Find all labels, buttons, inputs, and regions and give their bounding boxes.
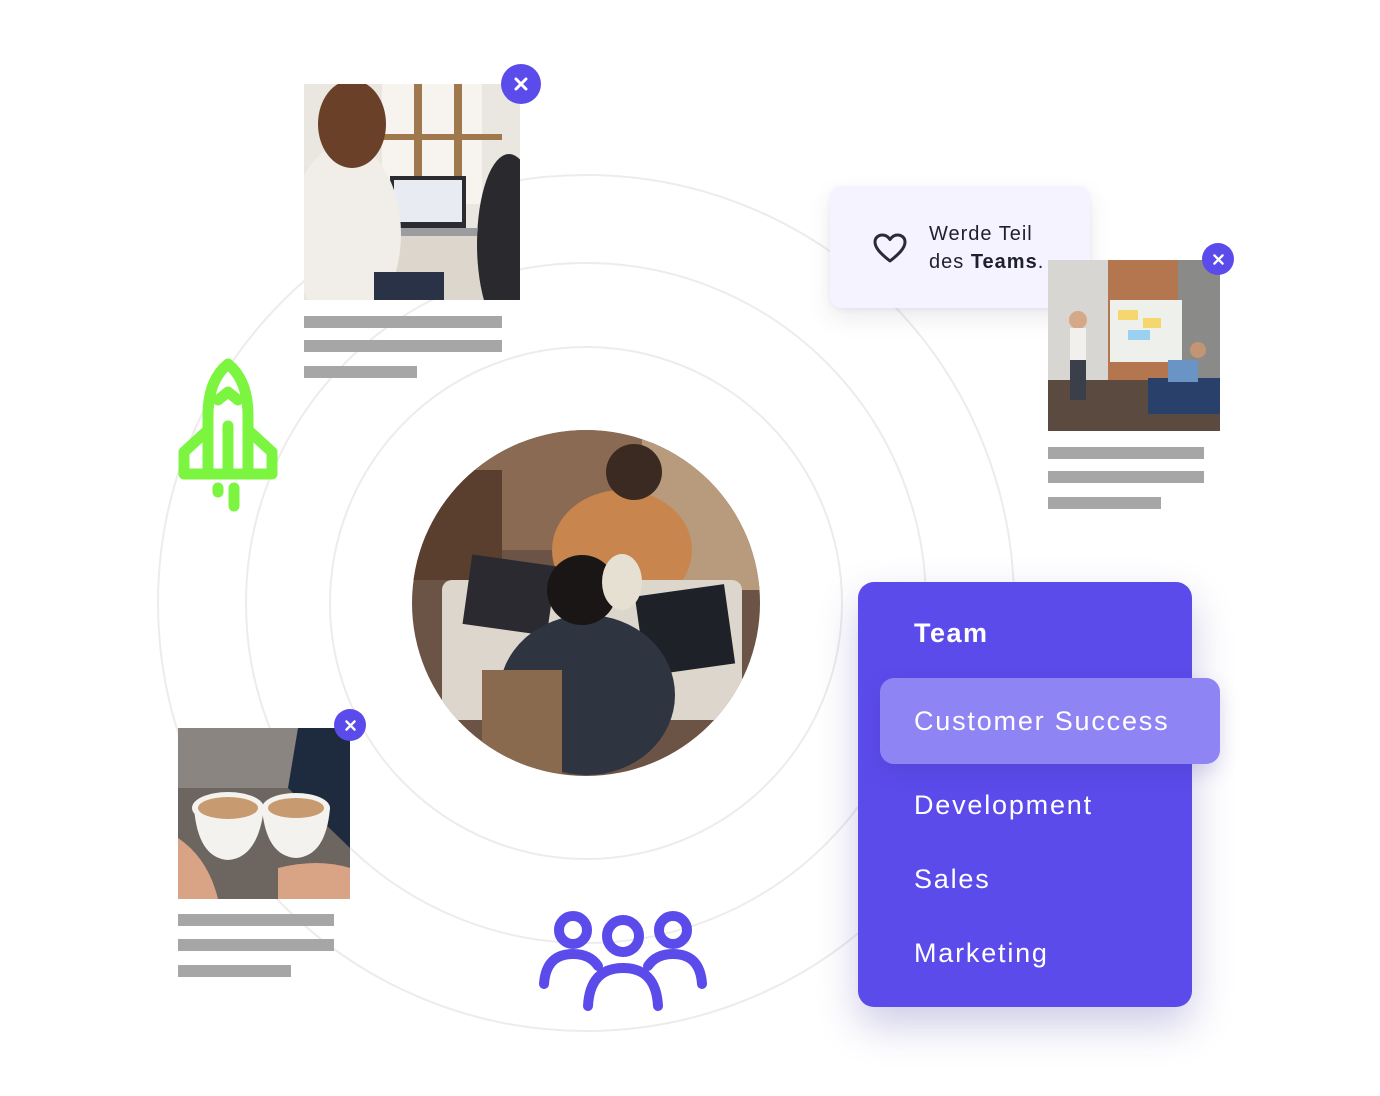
text-placeholder-line — [304, 316, 502, 328]
team-dropdown-menu: Team Development Sales Marketing — [858, 582, 1192, 1007]
coffee-photo — [178, 728, 350, 899]
close-icon — [1212, 253, 1224, 265]
close-button-office-photo[interactable] — [501, 64, 541, 104]
team-menu-title: Team — [914, 618, 989, 648]
text-placeholder-line — [1048, 471, 1204, 483]
menu-item-customer-success[interactable]: Customer Success — [880, 678, 1220, 764]
join-team-line2: des Teams. — [929, 251, 1045, 273]
menu-item-sales[interactable]: Sales — [914, 864, 991, 894]
close-icon — [344, 719, 356, 731]
text-placeholder-line — [178, 965, 291, 977]
heart-icon — [873, 233, 907, 263]
close-button-coffee-photo[interactable] — [334, 709, 366, 741]
rocket-icon — [178, 358, 278, 512]
text-placeholder-line — [304, 340, 502, 352]
join-team-card[interactable]: Werde Teil des Teams. — [830, 186, 1090, 308]
text-placeholder-line — [178, 939, 334, 951]
team-photo-center — [412, 430, 760, 776]
office-photo — [304, 84, 520, 300]
text-placeholder-line — [178, 914, 334, 926]
menu-item-development[interactable]: Development — [914, 790, 1093, 820]
team-icon — [539, 911, 707, 1011]
menu-item-marketing[interactable]: Marketing — [914, 938, 1049, 968]
meeting-photo — [1048, 260, 1220, 431]
close-button-meeting-photo[interactable] — [1202, 243, 1234, 275]
text-placeholder-line — [304, 366, 417, 378]
menu-item-customer-success-label: Customer Success — [914, 705, 1170, 736]
join-team-line1: Werde Teil — [929, 223, 1033, 245]
text-placeholder-line — [1048, 447, 1204, 459]
join-team-text: Werde Teil des Teams. — [929, 220, 1044, 276]
close-icon — [514, 77, 528, 91]
text-placeholder-line — [1048, 497, 1161, 509]
